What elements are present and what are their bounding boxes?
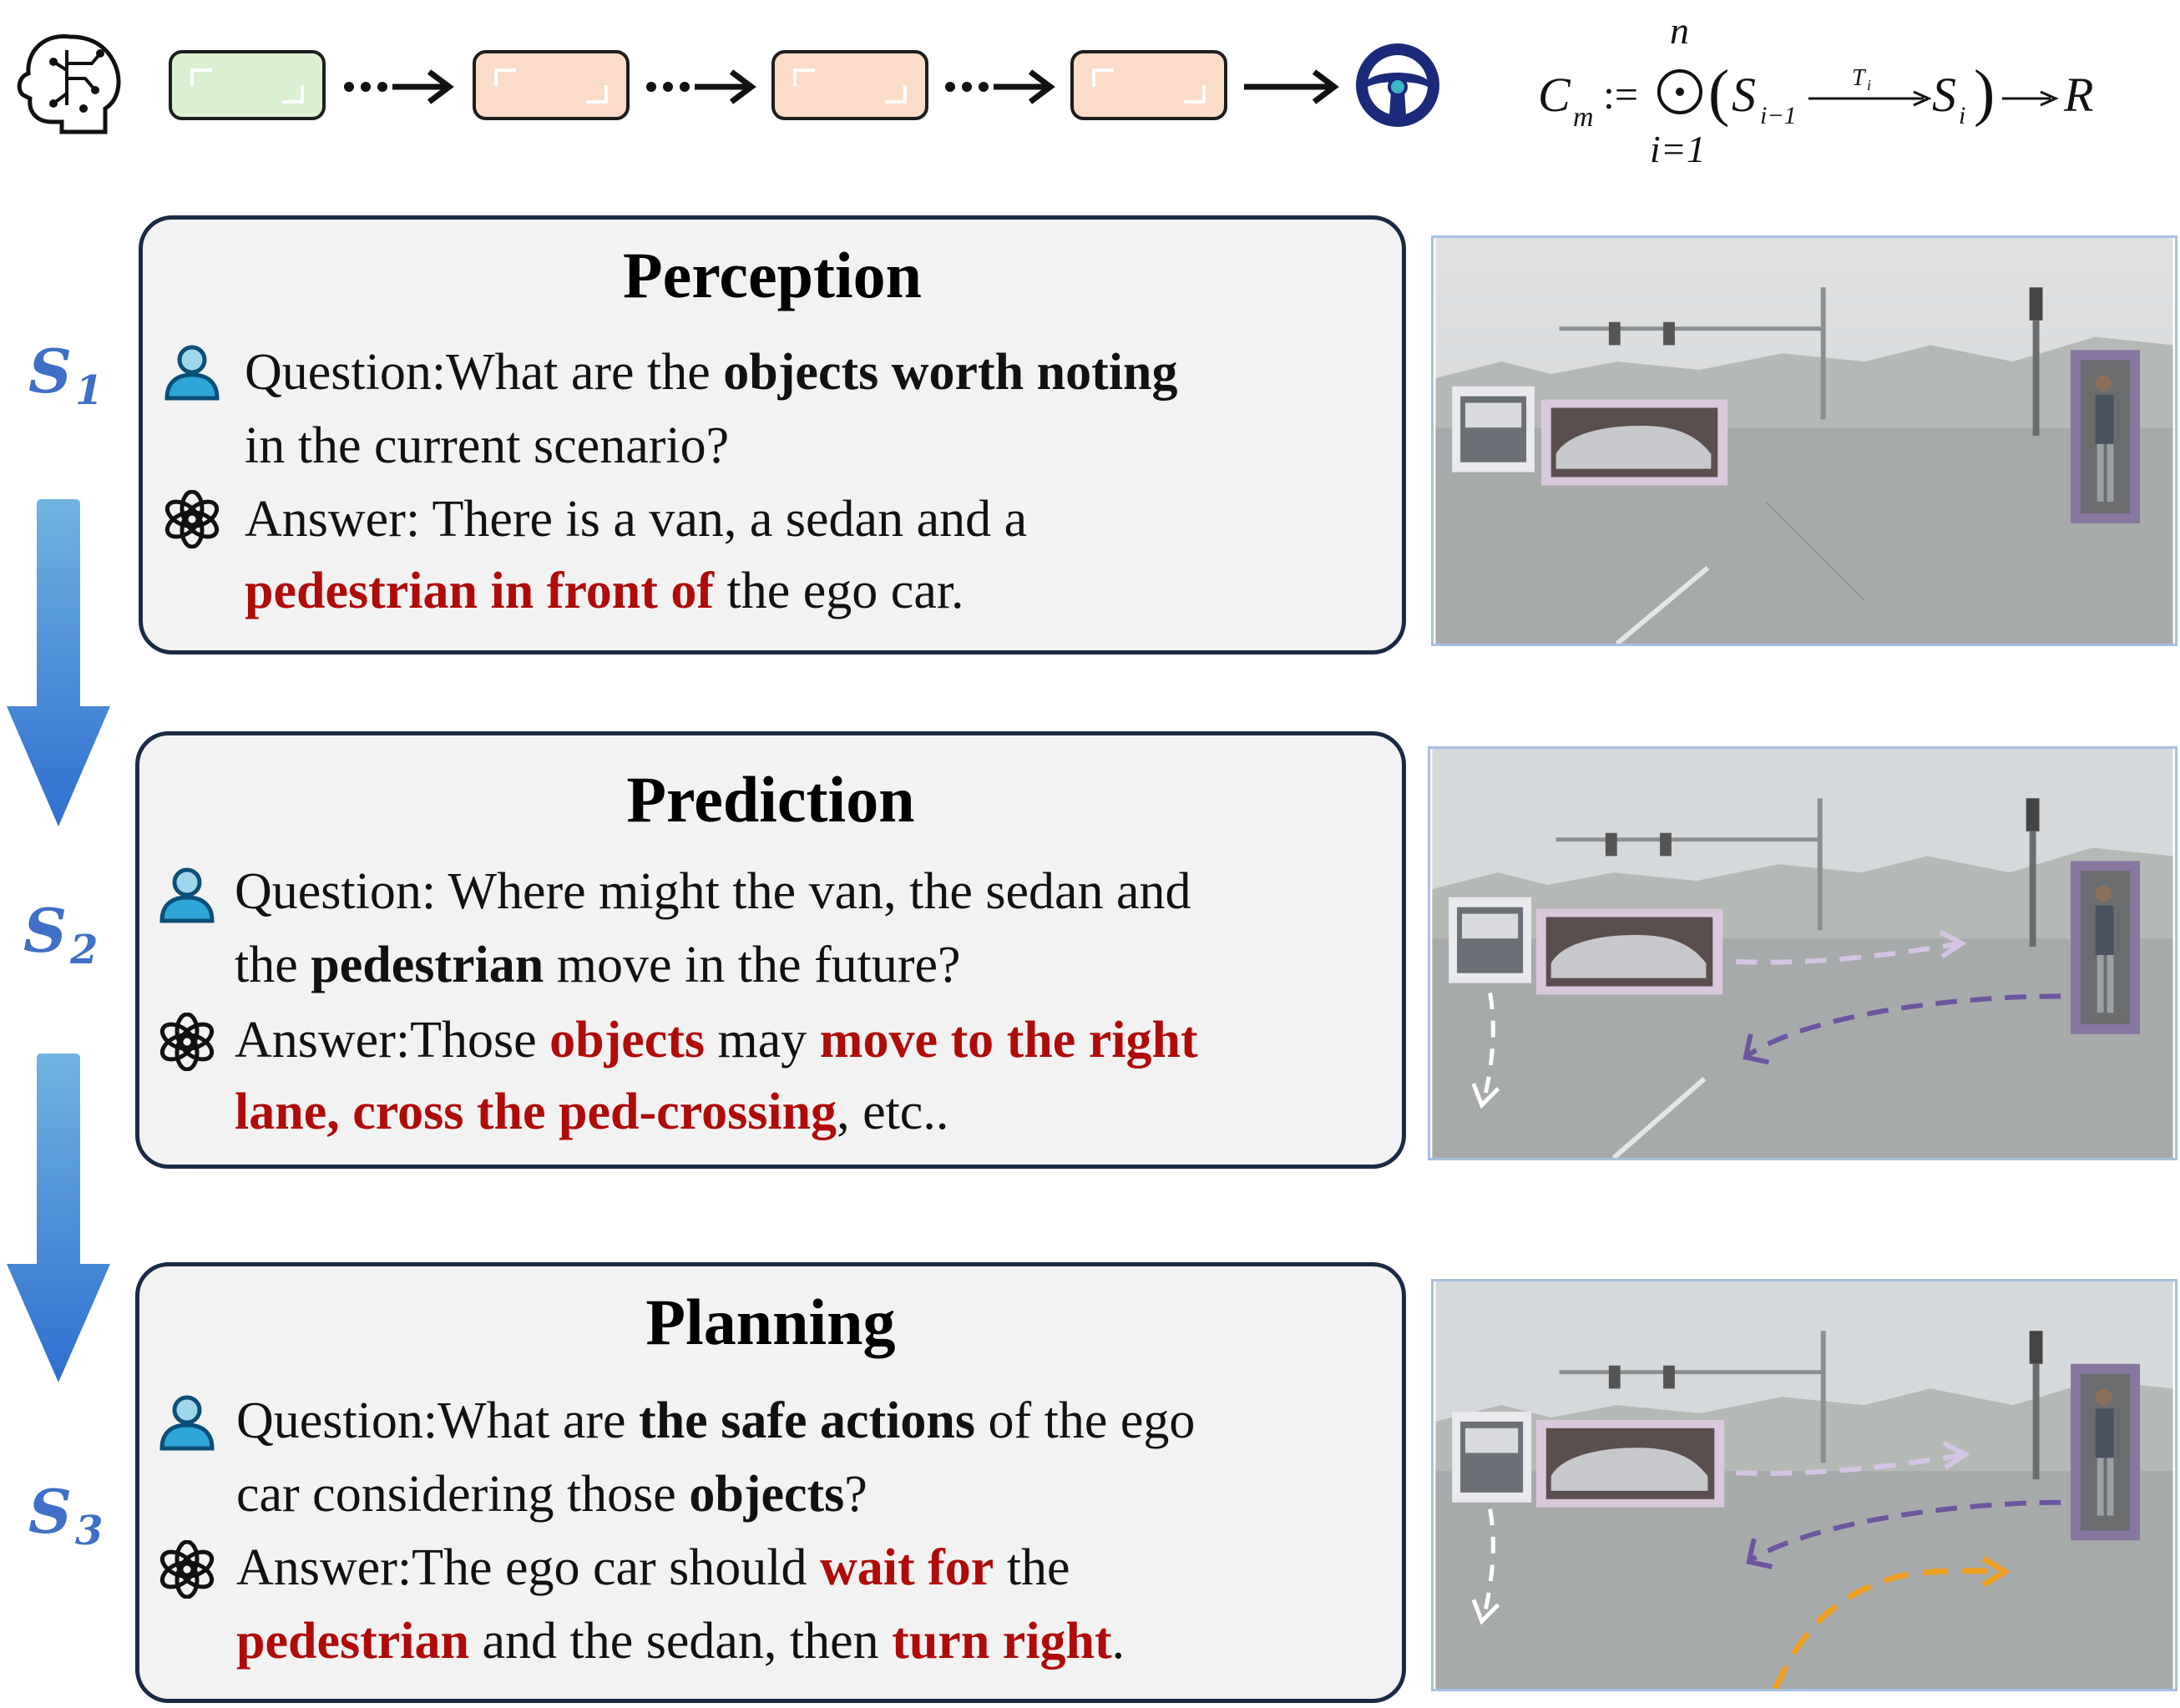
long-arrow-icon (1808, 90, 1932, 107)
scene-perception (1431, 235, 2177, 646)
formula-lhs: C (1538, 68, 1571, 122)
question-line-1: Question:What are the objects worth noti… (245, 344, 1178, 401)
sedan-trajectory (1735, 1452, 1965, 1476)
question-line-2: the pedestrian move in the future? (235, 937, 961, 993)
pedestrian-bounding-box (2071, 861, 2141, 1034)
down-arrow-icon (7, 499, 110, 826)
pedestrian-trajectory (1749, 1499, 2061, 1563)
scene-planning (1431, 1279, 2177, 1691)
user-icon (164, 345, 220, 401)
sedan-bounding-box (1535, 908, 1723, 995)
sedan-bounding-box (1535, 1419, 1725, 1508)
stage-label-s3: S3 (28, 1476, 104, 1554)
answer-line-2: pedestrian in front of the ego car. (245, 563, 964, 619)
dotted-arrow-icon (646, 69, 756, 104)
answer-line-1: Answer: There is a van, a sedan and a (245, 491, 1028, 548)
odot-operator-icon (1657, 69, 1702, 114)
van-bounding-box (1449, 897, 1531, 983)
dotted-arrow-icon (945, 69, 1055, 104)
user-icon (159, 867, 215, 923)
stage-label-s2: S2 (23, 895, 99, 973)
van-trajectory (1481, 1508, 1495, 1620)
arrow-icon (1244, 69, 1339, 104)
openai-logo-icon (159, 1540, 215, 1599)
van-trajectory (1481, 992, 1495, 1104)
ego-planned-trajectory (1773, 1568, 2002, 1689)
stage-box-1 (473, 50, 630, 120)
formula-t-sub: i (1867, 77, 1872, 93)
formula-assign: := (1603, 71, 1639, 118)
stage-box-initial (169, 50, 326, 120)
down-arrow-icon (7, 1054, 110, 1382)
formula-result: R (2064, 68, 2094, 122)
pedestrian-bounding-box (2071, 1363, 2141, 1541)
formula-upper: n (1670, 9, 1689, 52)
sedan-bounding-box (1540, 399, 1728, 486)
formula-s-cur: S (1932, 68, 1956, 122)
formula-s-prev-sub: i−1 (1760, 102, 1797, 129)
stage-label-s1: S1 (28, 336, 104, 414)
planning-panel: Planning Question:What are the safe acti… (135, 1262, 1406, 1703)
answer-line-1: Answer:The ego car should wait for the (236, 1539, 1070, 1596)
van-bounding-box (1452, 1412, 1532, 1503)
question-line-1: Question:What are the safe actions of th… (236, 1392, 1196, 1449)
openai-logo-icon (159, 1013, 215, 1071)
formula-s-cur-sub: i (1959, 102, 1966, 129)
steering-wheel-icon (1356, 43, 1439, 127)
panel-title: Planning (645, 1286, 896, 1358)
answer-line-2: lane, cross the ped-crossing, etc.. (235, 1084, 949, 1140)
stage-box-3 (1070, 50, 1227, 120)
formula-close-paren: ) (1974, 58, 1995, 128)
pedestrian-bounding-box (2071, 350, 2141, 523)
question-line-2: in the current scenario? (245, 417, 730, 474)
implies-arrow-icon (2002, 90, 2059, 107)
panel-title: Prediction (626, 763, 915, 836)
van-bounding-box (1452, 386, 1535, 472)
pedestrian-trajectory (1746, 993, 2061, 1058)
perception-panel: Perception Question:What are the objects… (139, 215, 1406, 654)
brain-circuit-icon (17, 34, 121, 134)
formula-s-prev: S (1732, 68, 1756, 122)
stage-box-2 (771, 50, 928, 120)
openai-logo-icon (164, 490, 220, 548)
question-line-2: car considering those objects? (236, 1466, 867, 1523)
user-icon (159, 1395, 215, 1451)
panel-title: Perception (622, 239, 923, 311)
formula-t: T (1852, 65, 1865, 91)
answer-line-1: Answer:Those objects may move to the rig… (235, 1012, 1198, 1069)
formula-open-paren: ( (1708, 58, 1730, 128)
scene-prediction (1428, 746, 2177, 1160)
sedan-trajectory (1735, 941, 1961, 965)
question-line-1: Question: Where might the van, the sedan… (235, 863, 1191, 920)
prediction-panel: Prediction Question: Where might the van… (135, 731, 1406, 1169)
formula-lhs-sub: m (1573, 102, 1594, 133)
answer-line-2: pedestrian and the sedan, then turn righ… (236, 1613, 1125, 1670)
formula-lower: i=1 (1650, 128, 1706, 170)
dotted-arrow-icon (344, 69, 454, 104)
